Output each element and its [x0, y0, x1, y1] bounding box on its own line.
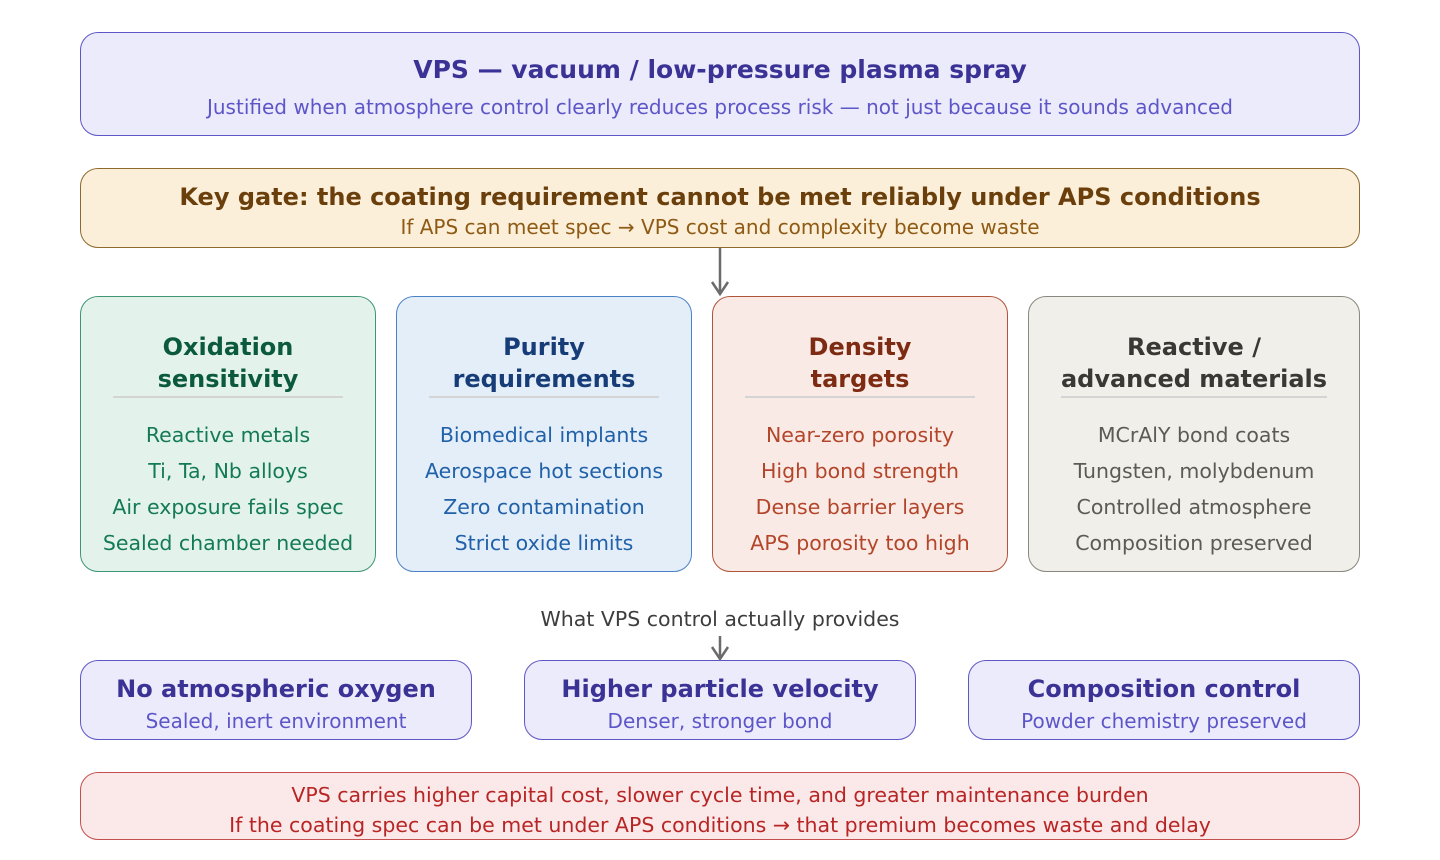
category-item: Ti, Ta, Nb alloys	[148, 459, 308, 483]
category-heading: Density targets	[713, 331, 1007, 395]
benefit-subtitle: Sealed, inert environment	[145, 709, 407, 733]
benefit-title: Higher particle velocity	[561, 675, 879, 703]
category-purity-requirements: Purity requirements Biomedical implants …	[396, 296, 692, 572]
category-heading-line: Density	[808, 333, 912, 361]
category-item: Reactive metals	[145, 423, 311, 447]
category-divider	[1061, 396, 1327, 398]
key-gate-heading: Key gate: the coating requirement cannot…	[179, 183, 1261, 211]
category-oxidation-sensitivity: Oxidation sensitivity Reactive metals Ti…	[80, 296, 376, 572]
category-item: High bond strength	[760, 459, 960, 483]
category-item: Tungsten, molybdenum	[1073, 459, 1315, 483]
category-items: Reactive metals Ti, Ta, Nb alloys Air ex…	[81, 417, 375, 561]
provides-label: What VPS control actually provides	[540, 607, 900, 631]
category-heading-line: Reactive /	[1127, 333, 1261, 361]
category-items: Near-zero porosity High bond strength De…	[713, 417, 1007, 561]
category-heading: Oxidation sensitivity	[81, 331, 375, 395]
category-heading: Reactive / advanced materials	[1029, 331, 1359, 395]
category-divider	[745, 396, 975, 398]
title-box: VPS — vacuum / low-pressure plasma spray…	[80, 32, 1360, 136]
category-items: MCrAlY bond coats Tungsten, molybdenum C…	[1029, 417, 1359, 561]
provides-to-benefits-arrow	[710, 636, 730, 662]
category-item: Air exposure fails spec	[112, 495, 344, 519]
category-item: Sealed chamber needed	[102, 531, 354, 555]
category-item: Zero contamination	[443, 495, 645, 519]
category-items: Biomedical implants Aerospace hot sectio…	[397, 417, 691, 561]
category-heading-line: Oxidation	[162, 333, 294, 361]
benefit-title: No atmospheric oxygen	[116, 675, 436, 703]
category-item: Composition preserved	[1075, 531, 1313, 555]
benefit-subtitle: Powder chemistry preserved	[1021, 709, 1307, 733]
benefit-higher-particle-velocity: Higher particle velocity Denser, stronge…	[524, 660, 916, 740]
page-title: VPS — vacuum / low-pressure plasma spray	[413, 55, 1027, 84]
category-divider	[429, 396, 659, 398]
category-divider	[113, 396, 343, 398]
category-item: Aerospace hot sections	[424, 459, 664, 483]
warning-line: If the coating spec can be met under APS…	[229, 813, 1211, 837]
cost-warning-box: VPS carries higher capital cost, slower …	[80, 772, 1360, 840]
category-item: APS porosity too high	[750, 531, 970, 555]
category-item: Biomedical implants	[439, 423, 649, 447]
warning-line: VPS carries higher capital cost, slower …	[291, 783, 1149, 807]
benefit-no-atmospheric-oxygen: No atmospheric oxygen Sealed, inert envi…	[80, 660, 472, 740]
key-gate-box: Key gate: the coating requirement cannot…	[80, 168, 1360, 248]
category-heading: Purity requirements	[397, 331, 691, 395]
category-item: Controlled atmosphere	[1076, 495, 1312, 519]
page-subtitle: Justified when atmosphere control clearl…	[206, 95, 1233, 119]
category-heading-line: Purity	[503, 333, 585, 361]
benefit-title: Composition control	[1027, 675, 1301, 703]
category-item: MCrAlY bond coats	[1097, 423, 1291, 447]
key-gate-subtitle: If APS can meet spec → VPS cost and comp…	[400, 215, 1040, 239]
category-heading-line: requirements	[452, 365, 636, 393]
category-reactive-advanced-materials: Reactive / advanced materials MCrAlY bon…	[1028, 296, 1360, 572]
category-heading-line: sensitivity	[157, 365, 299, 393]
category-heading-line: advanced materials	[1060, 365, 1328, 393]
category-item: Strict oxide limits	[454, 531, 634, 555]
category-item: Dense barrier layers	[755, 495, 965, 519]
category-density-targets: Density targets Near-zero porosity High …	[712, 296, 1008, 572]
gate-to-categories-arrow	[710, 248, 730, 297]
benefit-subtitle: Denser, stronger bond	[607, 709, 833, 733]
benefit-composition-control: Composition control Powder chemistry pre…	[968, 660, 1360, 740]
category-heading-line: targets	[810, 365, 910, 393]
category-item: Near-zero porosity	[765, 423, 955, 447]
